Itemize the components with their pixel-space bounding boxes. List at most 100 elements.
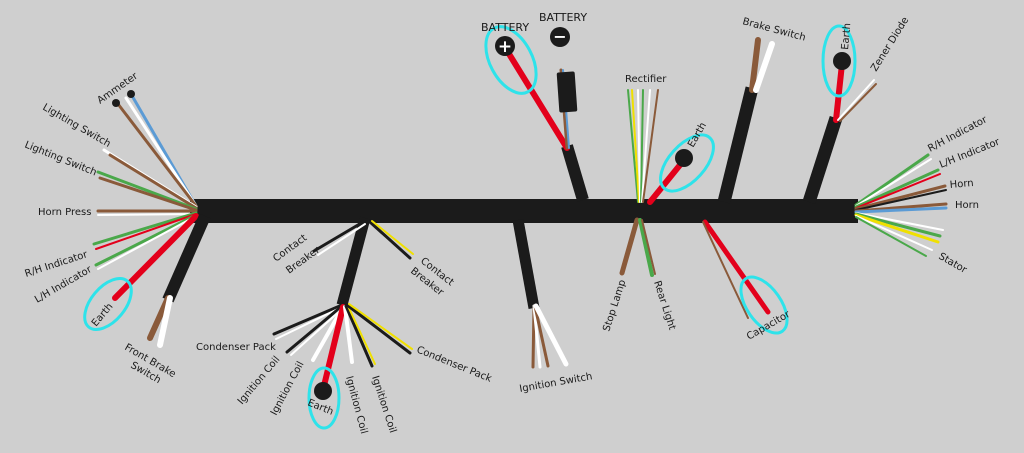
label-earth-top: Earth bbox=[840, 23, 853, 51]
lh-indicator-left-wire-white bbox=[97, 215, 197, 270]
ignition-branch bbox=[272, 216, 414, 400]
rear-light-wire-brown bbox=[641, 219, 656, 275]
label-horn-1: Horn bbox=[949, 178, 974, 191]
front-brake-branch bbox=[147, 213, 211, 348]
right-wire-fan bbox=[854, 153, 948, 257]
earth-left-highlight bbox=[83, 277, 133, 331]
ignition-switch-wire-white-1 bbox=[532, 304, 542, 369]
battery-pos-terminal bbox=[495, 36, 515, 56]
label-lighting-switch-1: Lighting Switch bbox=[41, 102, 113, 150]
condenser-pack-2-wire-black bbox=[345, 303, 412, 355]
front-brake-wire-white bbox=[157, 295, 173, 348]
stator-wire-white-1 bbox=[855, 212, 944, 231]
earth-bottom-wire-red bbox=[320, 304, 346, 393]
rh-indicator-right-wire-green bbox=[854, 153, 930, 207]
condenser-pack-1-wire-black bbox=[272, 303, 344, 336]
ignition-switch-trunk bbox=[512, 219, 540, 309]
label-lighting-switch-2: Lighting Switch bbox=[23, 140, 98, 179]
rectifier-wire-green-2 bbox=[640, 89, 644, 203]
ignition-coil-1-wire-white bbox=[290, 307, 344, 356]
condenser-pack-2-wire-yellow bbox=[348, 303, 413, 350]
zener-diode-wire-brown bbox=[839, 83, 877, 122]
ignition-switch-wire-white-2 bbox=[533, 303, 569, 367]
label-ignition-coil-3: Ignition Coil bbox=[343, 375, 369, 435]
capacitor-highlight bbox=[739, 275, 789, 335]
front-brake-trunk bbox=[162, 213, 211, 303]
rectifier-wire-yellow bbox=[631, 89, 640, 203]
rear-light-wire-green bbox=[638, 218, 654, 277]
ignition-coil-1-wire-black bbox=[285, 304, 344, 354]
label-stator: Stator bbox=[937, 251, 970, 276]
earth-mid-terminal bbox=[675, 149, 693, 167]
ignition-branch-trunk bbox=[336, 216, 371, 307]
battery-pos-highlight bbox=[484, 25, 538, 95]
stator-wire-green-2 bbox=[855, 216, 927, 257]
stator-wire-green-1 bbox=[854, 212, 942, 238]
ignition-switch-wire-brown-2 bbox=[533, 304, 550, 368]
rh-indicator-right-wire-white bbox=[855, 158, 932, 207]
label-brake-switch: Brake Switch bbox=[741, 16, 807, 43]
brake-switch-wire-white bbox=[753, 41, 775, 93]
earth-top-trunk bbox=[802, 116, 843, 204]
stop-lamp-wire-brown bbox=[619, 217, 640, 276]
earth-top-branch bbox=[802, 52, 877, 204]
label-ignition-coil-4: Ignition Coil bbox=[369, 375, 398, 435]
capacitor-wire-brown bbox=[702, 221, 749, 319]
stop-lamp-rear-light-branch bbox=[619, 217, 656, 277]
contact-breaker-1-wire-black bbox=[312, 220, 365, 253]
lighting-switch-2-wire-brown bbox=[98, 176, 198, 212]
earth-mid-wire-red bbox=[647, 157, 687, 205]
contact-breaker-1-wire-white bbox=[317, 223, 366, 256]
horn-2-wire-blue bbox=[854, 206, 948, 214]
label-rectifier: Rectifier bbox=[625, 74, 667, 85]
earth-top-terminal bbox=[833, 52, 851, 70]
battery-neg-terminal bbox=[550, 27, 570, 47]
front-brake-wire-brown bbox=[147, 295, 171, 341]
contact-breaker-2-wire-yellow bbox=[371, 220, 414, 255]
ignition-coil-3-wire-white bbox=[343, 305, 354, 364]
earth-mid-branch bbox=[647, 149, 693, 205]
zener-diode-wire-white bbox=[837, 79, 875, 121]
lh-indicator-right-wire-green bbox=[854, 168, 940, 209]
rectifier-branch bbox=[627, 89, 659, 203]
horn-press-wire-white bbox=[97, 213, 197, 216]
rectifier-wire-white-1 bbox=[637, 89, 641, 203]
ammeter-wire-brown bbox=[116, 102, 198, 208]
ammeter-wire-white bbox=[124, 96, 198, 208]
horn-1-wire-black bbox=[855, 189, 947, 211]
label-stop-lamp: Stop Lamp bbox=[601, 278, 628, 332]
rh-indicator-left-wire-red bbox=[95, 213, 197, 250]
label-condenser-pack-2: Condenser Pack bbox=[415, 345, 493, 385]
condenser-pack-1-wire-white bbox=[275, 306, 343, 340]
battery-pos-symbol: + bbox=[498, 37, 512, 57]
label-horn-2: Horn bbox=[955, 200, 979, 211]
label-zener-diode: Zener Diode bbox=[869, 15, 911, 73]
earth-mid-highlight bbox=[659, 133, 715, 193]
battery-branch: + − bbox=[495, 27, 589, 202]
ammeter-terminal-2 bbox=[112, 99, 120, 107]
rectifier-wire-green bbox=[627, 89, 639, 203]
ammeter-terminal-1 bbox=[127, 90, 135, 98]
battery-branch-trunk bbox=[561, 144, 589, 202]
ignition-coil-4-wire-black bbox=[344, 304, 374, 368]
lighting-switch-1-wire-brown bbox=[108, 153, 198, 210]
horn-1-wire-brown bbox=[854, 184, 947, 211]
brake-switch-branch bbox=[717, 37, 775, 204]
lighting-switch-2-wire-green bbox=[96, 170, 198, 211]
ignition-coil-4-wire-yellow bbox=[347, 305, 376, 365]
capacitor-wire-red bbox=[702, 219, 771, 315]
fuse-holder bbox=[556, 71, 578, 113]
label-ignition-switch: Ignition Switch bbox=[519, 371, 594, 395]
label-battery-neg: BATTERY bbox=[539, 11, 587, 24]
rectifier-wire-white-2 bbox=[641, 89, 651, 203]
lh-indicator-left-wire-green bbox=[94, 213, 198, 267]
label-rear-light: Rear Light bbox=[651, 280, 677, 332]
rectifier-wire-brown bbox=[642, 89, 659, 203]
rh-indicator-left-wire-green bbox=[92, 211, 198, 246]
capacitor-branch bbox=[702, 219, 771, 319]
battery-neg-symbol: − bbox=[553, 27, 566, 46]
ignition-switch-branch bbox=[512, 219, 569, 369]
earth-bottom-highlight bbox=[307, 366, 341, 430]
lh-indicator-right-wire-red bbox=[855, 173, 941, 209]
